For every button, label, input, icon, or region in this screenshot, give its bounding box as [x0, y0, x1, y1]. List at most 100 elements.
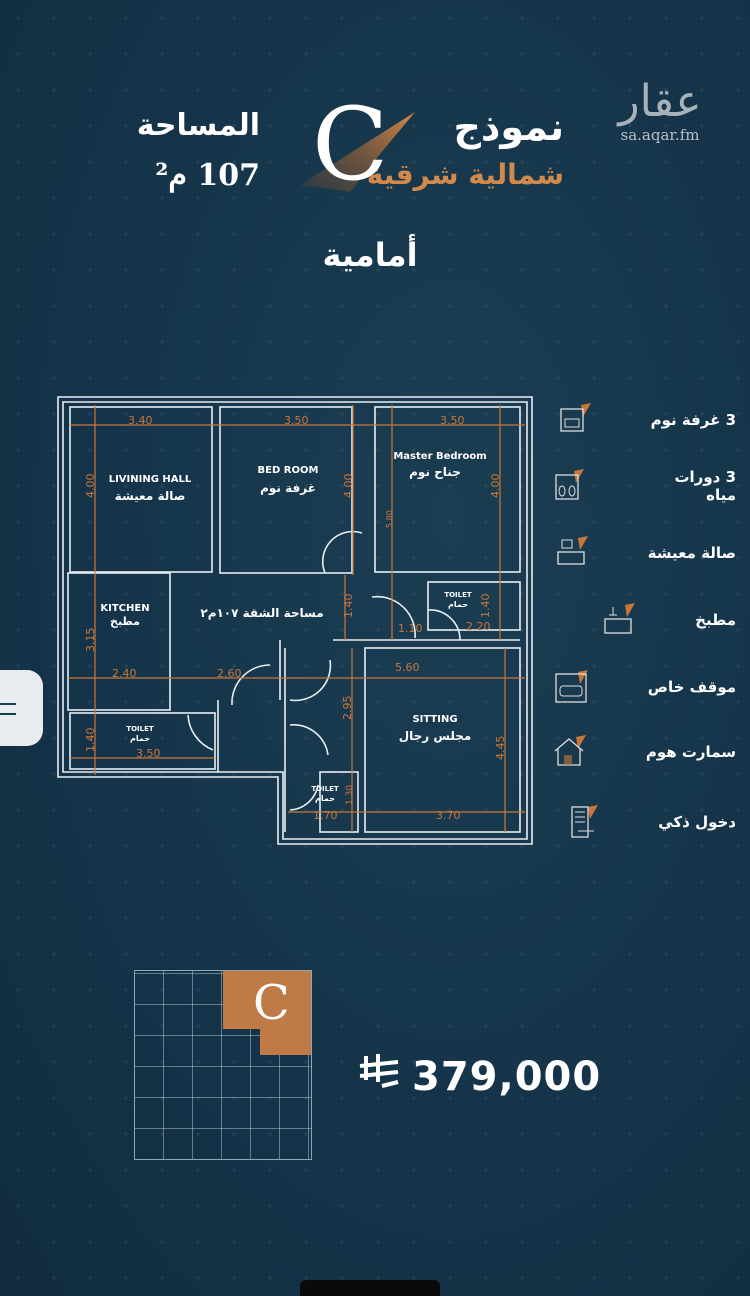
outer-wall-inner	[62, 401, 528, 840]
dimension-label: 4.00	[489, 474, 502, 499]
area-value: 107 م²	[155, 158, 260, 193]
corridor-wall	[217, 639, 520, 832]
building-key-plan: C	[134, 970, 312, 1160]
room-label-toilet-ar: حمام	[448, 600, 468, 609]
dimension-label: 2.20	[466, 620, 491, 633]
dimension-label: 1.40	[84, 728, 97, 753]
home-indicator[interactable]	[300, 1280, 440, 1296]
feature-item: سمارت هوم	[550, 732, 750, 772]
aqar-url: sa.aqar.fm	[620, 126, 700, 144]
feature-item: 3 غرفة نوم	[550, 400, 750, 440]
feature-item: مطبخ	[550, 600, 750, 640]
dimension-label: 1.40	[342, 594, 355, 619]
feature-item: موقف خاص	[550, 667, 750, 707]
feature-item: صالة معيشة	[550, 533, 750, 573]
toilet-left-wall	[69, 712, 216, 770]
price-value: 379,000	[412, 1053, 602, 1100]
room-label-bed-en: BED ROOM	[258, 465, 319, 476]
master-toilet-wall	[427, 581, 521, 631]
dimension-label: 3.50	[440, 414, 465, 427]
kitchen-wall	[67, 572, 171, 711]
unit-c-highlight	[260, 1029, 311, 1055]
dimension-label: 1.30	[345, 785, 355, 805]
kitchen-icon	[601, 603, 636, 637]
room-label-toilet-en: TOILET	[126, 725, 154, 733]
door-arc	[289, 784, 319, 811]
dimension-label: 3.50	[136, 747, 161, 760]
door-arc	[289, 724, 329, 756]
room-label-sitting-en: SITTING	[412, 714, 457, 725]
feature-item: دخول ذكي	[550, 802, 750, 842]
room-label-master-en: Master Bedroom	[393, 451, 486, 462]
room-label-kitchen-ar: مطبخ	[110, 615, 140, 628]
price: 379,000	[358, 1052, 601, 1101]
position-label: أمامية	[322, 236, 418, 274]
aqar-watermark: عقار sa.aqar.fm	[600, 76, 720, 145]
dimension-label: 2.60	[217, 667, 242, 680]
door-arc	[187, 714, 214, 751]
room-label-bed-ar: غرفة نوم	[260, 481, 316, 496]
bedroom-icon	[557, 403, 591, 437]
dimension-label: 1.40	[479, 594, 492, 619]
room-label-master-ar: جناح نوم	[409, 465, 461, 480]
room-label-kitchen-en: KITCHEN	[100, 603, 149, 614]
bathroom-icon	[550, 469, 584, 503]
door-arc	[371, 595, 416, 639]
dimension-label: 3.15	[84, 628, 97, 653]
dimension-label: 4.45	[494, 736, 507, 761]
sitting-wall	[364, 647, 521, 833]
door-arc	[289, 659, 332, 702]
dimension-label: 3.70	[436, 809, 461, 822]
model-logo: C	[290, 90, 420, 200]
dimension-label: 3.40	[128, 414, 153, 427]
room-label-toilet-ar: حمام	[130, 734, 150, 743]
area-label: المساحة	[136, 108, 260, 143]
feature-label: 3 دورات مياه	[674, 468, 736, 504]
dimension-label: 4.00	[342, 474, 355, 499]
living-hall-wall	[69, 406, 213, 573]
dimension-label: 1.10	[398, 622, 423, 635]
door-arc	[231, 664, 271, 706]
riyal-icon	[358, 1052, 402, 1101]
floor-plan: 3.40 3.50 3.50 4.00 4.00 4.00 5.80 1.40 …	[57, 396, 533, 845]
smart-lock-icon	[564, 805, 599, 839]
door-arc	[321, 530, 363, 574]
model-swoosh-icon	[300, 112, 415, 192]
room-label-toilet-en: TOILET	[311, 785, 339, 793]
feature-label: صالة معيشة	[647, 544, 736, 562]
feature-label: سمارت هوم	[645, 743, 736, 761]
dimension-label: 1.70	[313, 809, 338, 822]
dimension-label: 2.95	[341, 696, 354, 721]
dimension-label: 5.60	[395, 661, 420, 674]
features-list: 3 غرفة نوم 3 دورات مياه صالة معيشة مطبخ …	[540, 0, 750, 900]
feature-label: 3 غرفة نوم	[650, 411, 736, 429]
dimension-lines	[68, 405, 525, 832]
dimension-label: 5.80	[385, 510, 394, 528]
apartment-area-label: مساحة الشقة ١٠٧م٢	[200, 606, 323, 621]
master-bedroom-wall	[374, 406, 521, 573]
room-label-living-ar: صالة معيشة	[115, 489, 186, 503]
side-drawer-handle[interactable]	[0, 670, 43, 746]
feature-label: مطبخ	[695, 611, 736, 629]
room-label-toilet-ar: حمام	[315, 794, 335, 803]
model-label: نموذج	[453, 105, 564, 149]
orientation-label: شمالية شرقية	[366, 158, 564, 191]
unit-c-highlight	[223, 971, 311, 1029]
model-letter: C	[312, 86, 389, 203]
handle-lines-icon	[0, 703, 16, 715]
feature-item: 3 دورات مياه	[550, 466, 750, 506]
room-label-sitting-ar: مجلس رجال	[399, 729, 472, 743]
toilet-bottom-wall	[319, 771, 359, 833]
room-label-living-en: LIVINING HALL	[109, 474, 192, 485]
aqar-logo: عقار	[618, 76, 702, 127]
outer-wall	[57, 396, 533, 845]
smart-home-icon	[552, 735, 586, 769]
bed-room-wall	[219, 406, 353, 574]
dimension-label: 3.50	[284, 414, 309, 427]
room-label-toilet-en: TOILET	[444, 591, 472, 599]
dimension-label: 4.00	[84, 474, 97, 499]
door-arc	[427, 609, 461, 641]
parking-icon	[554, 670, 588, 704]
unit-c-letter: C	[253, 975, 290, 1031]
living-room-icon	[554, 536, 588, 570]
